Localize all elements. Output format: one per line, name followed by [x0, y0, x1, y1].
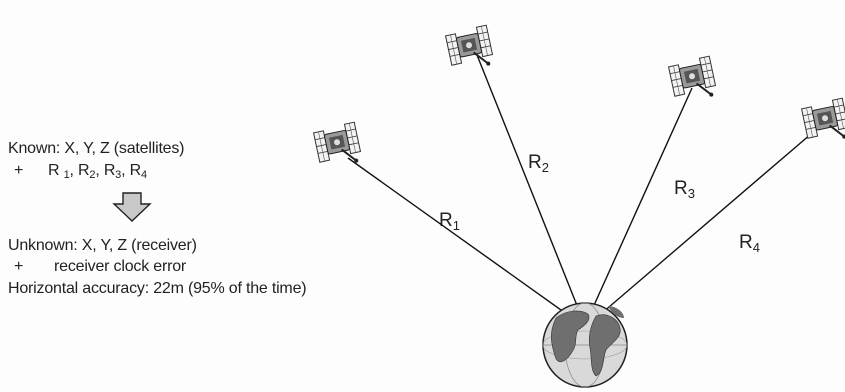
range-line-4 [587, 127, 819, 326]
known-range-3: R3 [103, 162, 122, 181]
unknown-title: Unknown: X, Y, Z (receiver) [8, 237, 197, 254]
known-range-2: R2 [78, 162, 96, 181]
range-line-2 [476, 54, 585, 324]
satellite-icon [444, 24, 496, 75]
known-ranges-line: +R 1, R2, R3, R4 [8, 161, 147, 185]
down-arrow-icon [112, 192, 152, 222]
range-label-4: R4 [739, 232, 760, 255]
unknown-plus: + [14, 258, 24, 275]
satellite-icon [800, 97, 845, 148]
clock-error-text: receiver clock error [54, 258, 187, 275]
known-title: Known: X, Y, Z (satellites) [8, 140, 185, 157]
known-range-4: R4 [129, 162, 147, 181]
range-label-3: R3 [674, 178, 695, 201]
satellite-icon [667, 55, 719, 106]
known-range-1: R 1 [48, 162, 70, 181]
range-line-1 [347, 157, 583, 326]
range-label-2: R2 [528, 152, 549, 175]
unknown-clock-line: + receiver clock error [8, 257, 186, 277]
range-line-3 [585, 87, 693, 324]
earth-globe-icon [542, 302, 628, 388]
known-plus: + [14, 162, 24, 179]
accuracy-text: Horizontal accuracy: 22m (95% of the tim… [8, 280, 307, 297]
